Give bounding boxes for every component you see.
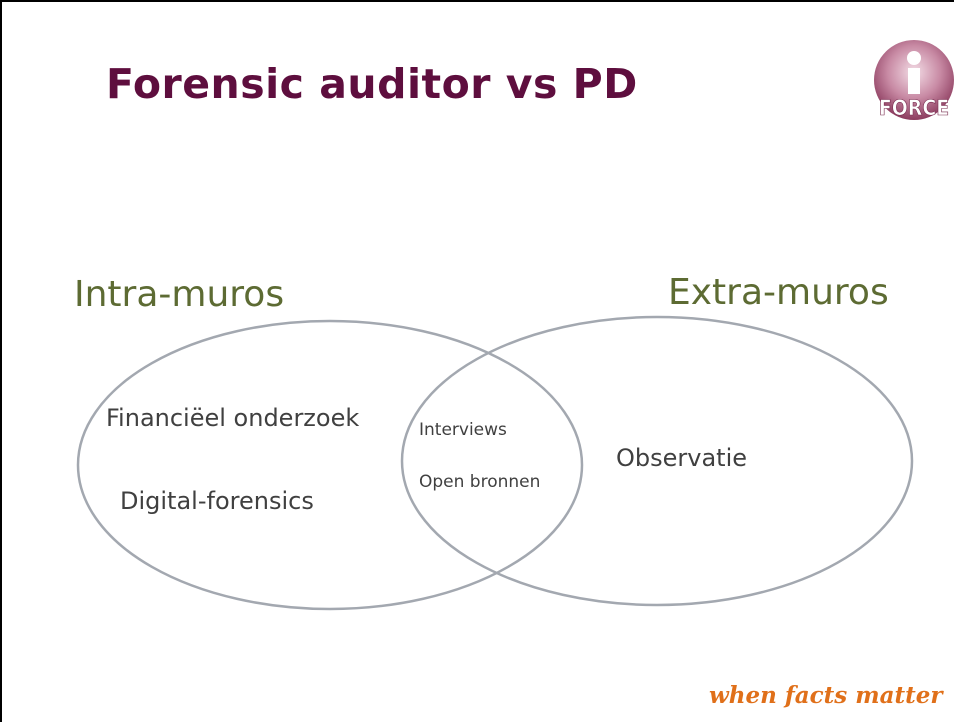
venn-left-item: Financiëel onderzoek (106, 404, 360, 432)
i-force-logo-icon: FORCE (874, 40, 954, 120)
venn-left-label: Intra-muros (74, 274, 285, 315)
venn-left-item: Digital-forensics (120, 487, 314, 515)
page-title: Forensic auditor vs PD (106, 60, 638, 108)
venn-right-label: Extra-muros (668, 272, 889, 313)
venn-overlap-item: Interviews (419, 420, 507, 440)
tagline: when facts matter (709, 682, 943, 709)
venn-circle-right (400, 315, 914, 607)
logo-text: FORCE (879, 96, 949, 120)
venn-circle-left (76, 319, 584, 611)
i-force-logo: FORCE (872, 38, 954, 122)
venn-overlap-item: Open bronnen (419, 472, 541, 492)
venn-right-item: Observatie (616, 444, 748, 472)
